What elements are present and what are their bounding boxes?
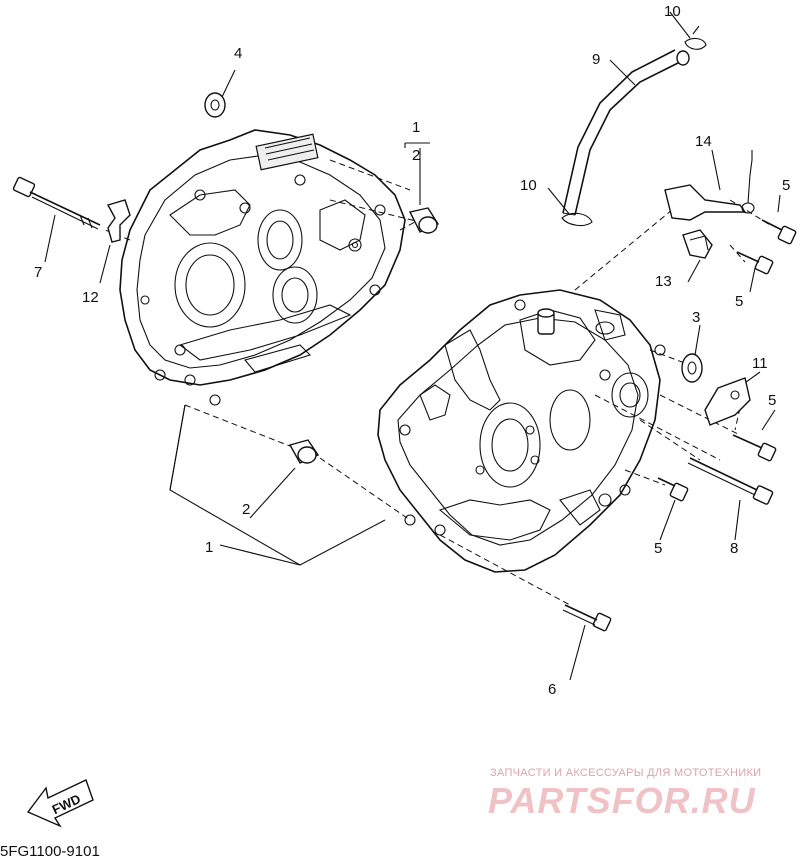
label-10-top: 10 bbox=[664, 3, 681, 20]
label-2-top: 2 bbox=[412, 147, 420, 164]
watermark-tagline: ЗАПЧАСТИ И АКСЕССУАРЫ ДЛЯ МОТОТЕХНИКИ bbox=[490, 767, 761, 779]
fwd-arrow: FWD bbox=[26, 779, 94, 828]
forward-arrow-icon bbox=[26, 779, 94, 828]
label-6: 6 bbox=[548, 681, 556, 698]
diagram-code: 5FG1100-9101 bbox=[0, 843, 100, 859]
label-8: 8 bbox=[730, 540, 738, 557]
label-4: 4 bbox=[234, 45, 242, 62]
label-5-a: 5 bbox=[782, 177, 790, 194]
watermark-brand: PARTSFOR.RU bbox=[488, 780, 756, 821]
part-labels: 10 9 4 1 2 14 10 5 7 12 13 5 3 11 5 2 1 … bbox=[34, 3, 790, 698]
label-5-c: 5 bbox=[768, 392, 776, 409]
label-1-top: 1 bbox=[412, 119, 420, 136]
label-5-b: 5 bbox=[735, 293, 743, 310]
right-crankcase bbox=[377, 289, 666, 573]
label-10-mid: 10 bbox=[520, 177, 537, 194]
label-11: 11 bbox=[752, 355, 768, 372]
label-1-bottom: 1 bbox=[205, 539, 213, 556]
label-2-bottom: 2 bbox=[242, 501, 250, 518]
watermark: ЗАПЧАСТИ И АКСЕССУАРЫ ДЛЯ МОТОТЕХНИКИ PA… bbox=[488, 767, 761, 821]
label-14: 14 bbox=[695, 133, 712, 150]
label-12: 12 bbox=[82, 289, 99, 306]
left-crankcase bbox=[119, 129, 406, 406]
label-7: 7 bbox=[34, 264, 42, 281]
label-9: 9 bbox=[592, 51, 600, 68]
small-parts bbox=[12, 25, 797, 632]
label-5-d: 5 bbox=[654, 540, 662, 557]
leader-lines bbox=[44, 11, 781, 681]
label-13: 13 bbox=[655, 273, 672, 290]
label-3: 3 bbox=[692, 309, 700, 326]
